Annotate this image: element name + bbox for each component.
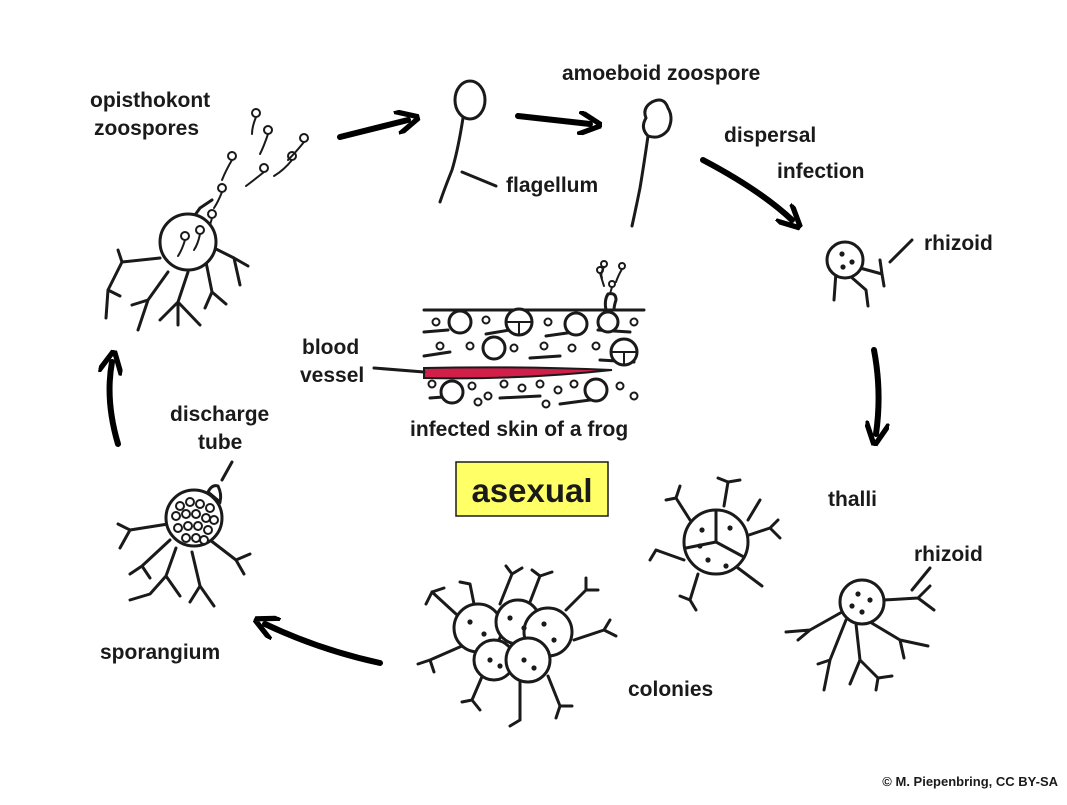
asexual-box	[455, 461, 609, 517]
label-vessel: vessel	[300, 364, 364, 387]
label-zoospores: zoospores	[94, 117, 199, 140]
label-asexual: asexual	[471, 472, 592, 509]
label-discharge: discharge	[170, 403, 269, 426]
label-amoeboid-zoospore: amoeboid zoospore	[562, 62, 760, 85]
thallus-divided	[648, 476, 782, 612]
arrow-colonies-to-sporangium	[265, 624, 383, 666]
arrow-flagellate-to-amoeboid	[515, 116, 590, 124]
infection-cell-with-rhizoid	[825, 238, 914, 308]
infected-frog-skin	[372, 260, 646, 409]
label-opisthokont: opisthokont	[90, 89, 210, 112]
label-thalli: thalli	[828, 488, 877, 511]
credit-text: © M. Piepenbring, CC BY-SA	[882, 774, 1058, 789]
label-sporangium: sporangium	[100, 641, 220, 664]
colonies-cluster	[416, 564, 618, 728]
label-rhizoid-bottom: rhizoid	[914, 543, 983, 566]
thallus-with-rhizoid	[784, 566, 936, 692]
label-infection: infection	[777, 160, 865, 183]
arrow-rhizoid-to-thalli	[874, 347, 879, 434]
cycle-arrows	[110, 116, 879, 666]
label-rhizoid-top: rhizoid	[924, 232, 993, 255]
sporangium-with-discharge-tube	[116, 460, 252, 608]
arrow-sporangium-to-zoospores	[110, 362, 118, 447]
blood-vessel-shape	[423, 366, 613, 380]
flagellate-zoospore	[438, 79, 498, 204]
label-blood: blood	[302, 336, 359, 359]
label-flagellum: flagellum	[506, 174, 598, 197]
arrow-dispersal-infection	[700, 157, 792, 220]
zoosporangium-releasing-zoospores	[104, 108, 309, 332]
arrow-zoospores-to-flagellate	[337, 120, 408, 140]
label-infected-skin: infected skin of a frog	[410, 418, 628, 441]
label-colonies: colonies	[628, 678, 713, 701]
label-dispersal: dispersal	[724, 124, 816, 147]
label-tube: tube	[198, 431, 242, 454]
amoeboid-zoospore-shape	[630, 98, 673, 228]
